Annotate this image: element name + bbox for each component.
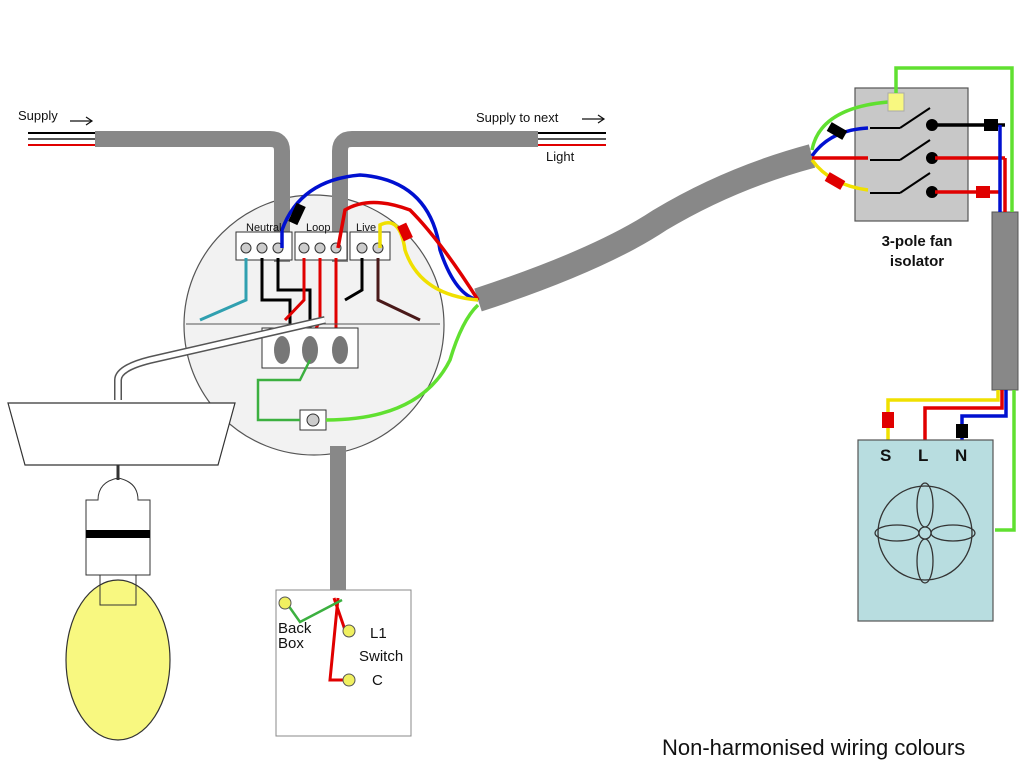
switch-c-label: C <box>372 672 383 689</box>
supply-label: Supply <box>18 108 58 123</box>
rose-earth-terminal <box>256 359 327 431</box>
terminal-blocks <box>235 231 391 261</box>
lamp-holder-terminals <box>261 327 359 369</box>
earth-terminal-icon <box>278 596 292 610</box>
supply-tails <box>28 132 95 146</box>
supply-next-cable <box>332 131 538 262</box>
extractor-fan <box>857 439 994 622</box>
supply-next-label: Supply to next <box>476 110 559 125</box>
footer-caption: Non-harmonised wiring colours <box>662 735 966 760</box>
fan-terminal-l: L <box>918 446 929 465</box>
right-arrow-icon <box>582 114 606 124</box>
c-terminal <box>342 673 356 687</box>
switch-wires <box>286 597 348 682</box>
fan-icon <box>874 482 976 584</box>
fan-isolator <box>854 87 969 222</box>
fan-feed-cable <box>991 211 1019 391</box>
switch-label: Switch <box>359 648 404 665</box>
fan-terminal-n: N <box>955 446 968 465</box>
fan-terminal-s: S <box>880 446 892 465</box>
neutral-label: Neutral <box>246 222 282 234</box>
light-label: Light <box>546 149 575 164</box>
supply-cable <box>95 131 290 262</box>
right-arrow-icon <box>70 116 94 126</box>
isolator-label-line1: 3-pole fan <box>881 233 953 250</box>
isolator-label-line2: isolator <box>889 253 945 270</box>
light-bulb-icon <box>65 579 171 741</box>
back-box-label-line1: Back <box>278 620 312 637</box>
supply-next-tails <box>538 132 606 146</box>
bulb-holder <box>85 465 151 576</box>
isolator-cable <box>474 144 816 312</box>
back-box-label-line2: Box <box>278 635 304 652</box>
l1-terminal <box>342 624 356 638</box>
switch-l1-label: L1 <box>370 625 387 642</box>
loop-label: Loop <box>306 222 331 234</box>
rose-to-isolator-wires <box>280 173 480 422</box>
live-label: Live <box>356 222 377 234</box>
lamp-shade <box>7 402 236 466</box>
switch-back-box <box>275 589 412 737</box>
